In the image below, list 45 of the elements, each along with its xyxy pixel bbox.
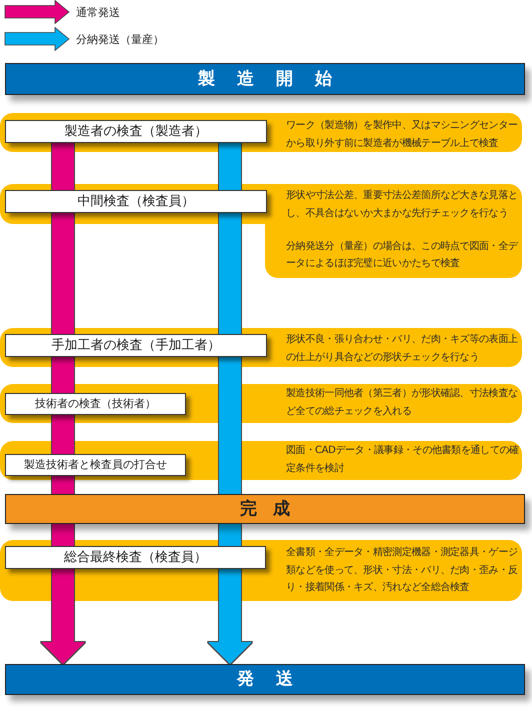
step-box (5, 190, 267, 213)
stage-title: 発送 (236, 669, 315, 690)
description-text: 図面・CADデータ・議事録・その他書類を通しての確定条件を検討 (286, 444, 520, 476)
legend-label: 通常発送 (76, 4, 120, 20)
step-box (5, 120, 267, 143)
step-label: 手加工者の検査（手加工者） (52, 338, 220, 354)
highlight-band (0, 441, 522, 480)
highlight-band (0, 113, 522, 152)
flow-line (219, 143, 241, 190)
flow-line (219, 357, 241, 494)
highlight-band (0, 328, 522, 367)
flow-line (219, 213, 241, 334)
flow-line (52, 415, 74, 454)
flow-line (52, 143, 74, 190)
step-label: 技術者の検査（技術者） (35, 397, 156, 411)
step-label: 総合最終検査（検査員） (64, 550, 207, 566)
description-text: 分納発送分（量産）の場合は、この時点で図面・全データによるほぼ完璧に近いかたちで検査 (286, 240, 520, 271)
stage-bar (5, 494, 525, 524)
legend-label: 分納発送（量産） (76, 32, 164, 46)
flow-line (52, 357, 74, 393)
stage-bar (5, 664, 525, 695)
flow-line (52, 524, 74, 546)
highlight-band (0, 384, 522, 423)
step-label: 製造技術者と検査員の打合せ (24, 458, 167, 472)
step-box (5, 454, 186, 476)
stage-title: 製造開始 (197, 68, 354, 90)
description-text: 製造技術一同他者（第三者）が形状確認、寸法検査など全ての総チェックを入れる (286, 386, 519, 418)
step-box (5, 546, 266, 569)
stage-title: 完成 (239, 498, 306, 520)
description-text: 形状や寸法公差、重要寸法公差箇所など大きな見落とし、不具合はないか大まかな先行チェックを行なう (286, 188, 519, 220)
description-text: ワーク（製造物）を製作中、又はマシニングセンターから取り外す前に製造者が機械テーブル上で検査 (286, 118, 519, 150)
flow-line (219, 524, 241, 546)
description-text: 全書類・全データ・精密測定機器・測定器具・ゲージ類などを使って、形状・寸法・バリ、だ肉・歪み・反り・接着関係・キズ、汚れなど全総合検査 (286, 546, 519, 595)
flow-line (52, 476, 74, 494)
flow-arrow (208, 569, 252, 664)
highlight-band (0, 184, 522, 278)
stage-bar (5, 63, 525, 95)
flow-line (52, 213, 74, 334)
step-box (5, 334, 267, 357)
flow-arrow (41, 569, 85, 664)
step-label: 中間検査（検査員） (78, 194, 194, 210)
step-box (5, 393, 186, 415)
description-text: 形状不良・張り合わせ・バリ、だ肉・キズ等の表面上の仕上がり具合などの形状チェックを行なう (286, 332, 519, 364)
highlight-band (0, 540, 522, 601)
step-label: 製造者の検査（製造者） (64, 124, 208, 140)
